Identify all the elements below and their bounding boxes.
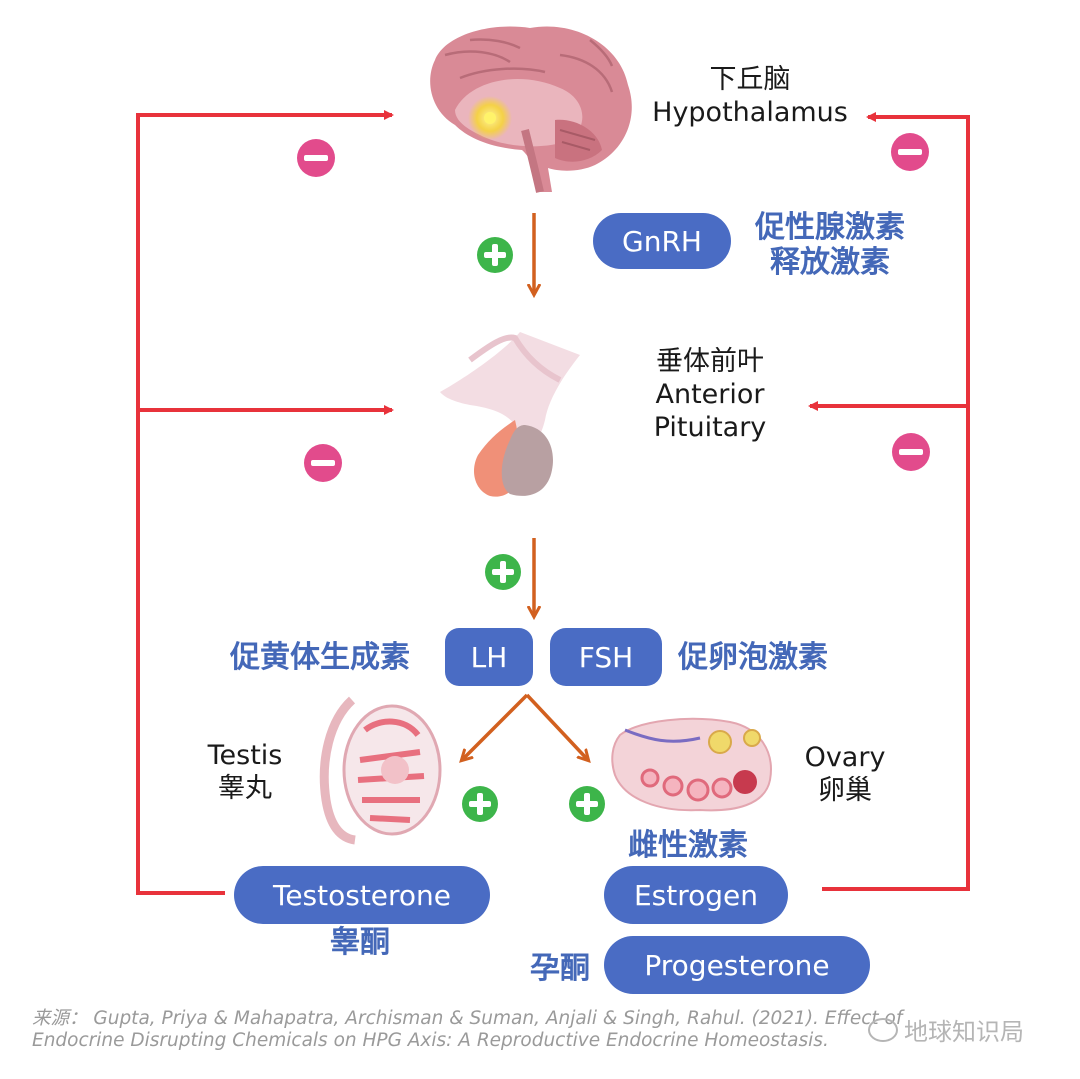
fsh-pill: FSH	[550, 628, 662, 686]
hypothalamus-en: Hypothalamus	[652, 96, 848, 128]
gnrh-cn-line2: 释放激素	[770, 245, 890, 281]
gnrh-cn-label: 促性腺激素 释放激素	[745, 210, 915, 281]
brain-icon	[430, 26, 632, 193]
minus-circle-icon	[892, 433, 930, 471]
plus-circle-icon	[477, 237, 513, 273]
citation-line1: 来源： Gupta, Priya & Mahapatra, Archisman …	[32, 1008, 903, 1029]
hypothalamus-cn: 下丘脑	[709, 64, 791, 95]
pituitary-en-line2: Pituitary	[653, 411, 767, 443]
minus-circle-icon	[304, 444, 342, 482]
testosterone-cn-label: 睾酮	[330, 925, 390, 960]
plus-circle-icon	[462, 786, 498, 822]
progesterone-cn-label: 孕酮	[530, 951, 590, 986]
hypothalamus-label: 下丘脑 Hypothalamus	[640, 64, 860, 130]
testis-en: Testis	[207, 740, 283, 771]
watermark-text: 地球知识局	[904, 1018, 1024, 1046]
plus-circle-icon	[569, 786, 605, 822]
minus-circle-icon	[297, 139, 335, 177]
testis-icon	[319, 696, 442, 845]
plus-circle-icon	[485, 554, 521, 590]
stimulus-arrows	[462, 213, 588, 760]
fsh-cn-label: 促卵泡激素	[678, 640, 828, 675]
left-feedback-line	[136, 110, 394, 895]
pituitary-label: 垂体前叶 Anterior Pituitary	[600, 346, 820, 445]
progesterone-pill: Progesterone	[604, 936, 870, 994]
testosterone-pill: Testosterone	[234, 866, 490, 924]
source-citation: 来源： Gupta, Priya & Mahapatra, Archisman …	[32, 1008, 1062, 1052]
testis-label: Testis 睾丸	[190, 740, 300, 806]
ovary-en: Ovary	[804, 742, 886, 773]
lh-pill: LH	[445, 628, 533, 686]
ovary-icon	[611, 717, 772, 812]
minus-circle-icon	[891, 133, 929, 171]
lh-cn-label: 促黄体生成素	[230, 640, 410, 675]
gnrh-cn-line1: 促性腺激素	[755, 210, 905, 245]
pituitary-gland-icon	[440, 332, 580, 497]
pituitary-en-line1: Anterior	[655, 378, 765, 410]
estrogen-pill: Estrogen	[604, 866, 788, 924]
chat-bubble-icon	[868, 1017, 898, 1042]
pituitary-cn: 垂体前叶	[656, 346, 764, 377]
citation-line2: Endocrine Disrupting Chemicals on HPG Ax…	[32, 1030, 829, 1052]
testis-cn: 睾丸	[218, 772, 272, 804]
watermark: 地球知识局	[868, 1012, 1024, 1047]
ovary-label: Ovary 卵巢	[790, 742, 900, 808]
right-feedback-line	[808, 112, 970, 891]
estrogen-cn-label: 雌性激素	[628, 828, 748, 863]
ovary-cn: 卵巢	[818, 774, 872, 806]
gnrh-pill: GnRH	[593, 213, 731, 269]
